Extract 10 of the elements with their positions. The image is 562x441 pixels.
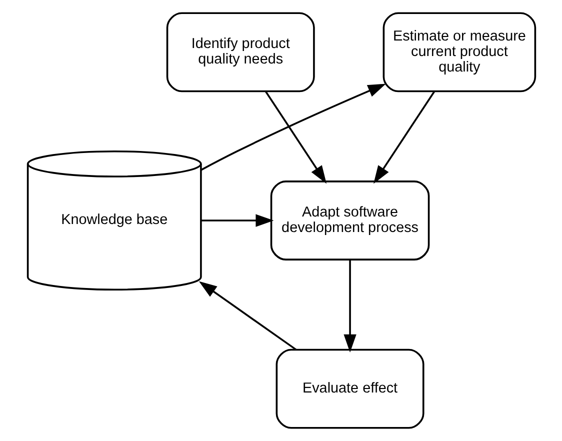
node-box: Identify product quality needs bbox=[166, 12, 314, 92]
node-box: Evaluate effect bbox=[275, 348, 424, 429]
arrow bbox=[200, 214, 274, 227]
arrow bbox=[373, 90, 435, 184]
node-box: Estimate or measure current product quality bbox=[382, 12, 536, 92]
node-box: Adapt software development process bbox=[270, 180, 430, 260]
arrow bbox=[264, 90, 326, 184]
arrow bbox=[198, 281, 296, 350]
arrow bbox=[200, 84, 386, 171]
arrow bbox=[343, 260, 356, 352]
